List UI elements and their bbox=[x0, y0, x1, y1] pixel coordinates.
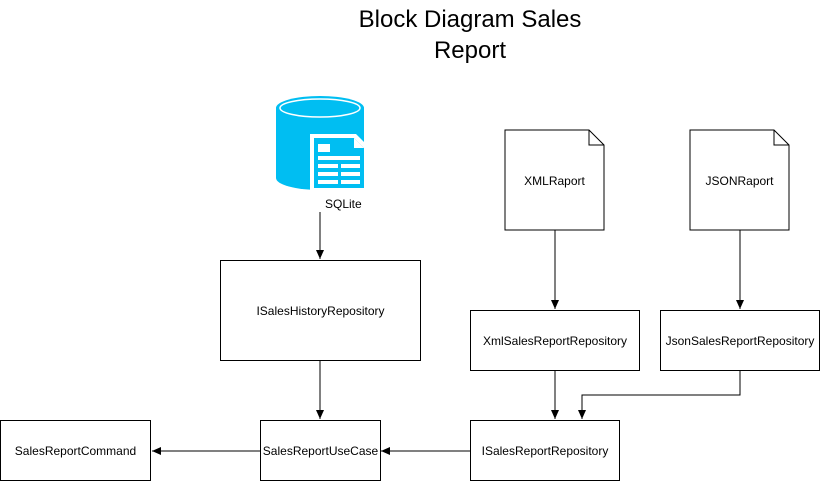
diagram-title: Block Diagram Sales Report bbox=[320, 4, 620, 66]
diagram-title-line-2: Report bbox=[433, 37, 507, 64]
xml-document-label: XMLRaport bbox=[524, 174, 585, 188]
sales-report-use-case-box: SalesReportUseCase bbox=[260, 420, 381, 481]
sales-report-command-label: SalesReportCommand bbox=[14, 443, 137, 458]
json-document-shape bbox=[689, 129, 790, 231]
xml-document-shape bbox=[504, 129, 605, 231]
sales-report-repository-label: ISalesReportRepository bbox=[481, 443, 609, 458]
diagram-title-line-1: Block Diagram Sales bbox=[358, 6, 582, 33]
sales-report-command-box: SalesReportCommand bbox=[0, 420, 151, 481]
database-document-icon bbox=[276, 96, 368, 192]
edge-json-repo-to-report-repo bbox=[578, 371, 741, 419]
xml-sales-report-repository-box: XmlSalesReportRepository bbox=[470, 310, 640, 371]
sales-history-repository-label: ISalesHistoryRepository bbox=[256, 303, 385, 318]
sales-report-repository-box: ISalesReportRepository bbox=[470, 420, 620, 481]
json-sales-report-repository-box: JsonSalesReportRepository bbox=[660, 310, 820, 371]
database-label: SQLite bbox=[325, 197, 362, 211]
sales-report-use-case-label: SalesReportUseCase bbox=[262, 443, 379, 458]
xml-sales-report-repository-label: XmlSalesReportRepository bbox=[482, 333, 628, 348]
sales-history-repository-box: ISalesHistoryRepository bbox=[220, 260, 421, 361]
json-document-label: JSONRaport bbox=[705, 174, 774, 188]
json-sales-report-repository-label: JsonSalesReportRepository bbox=[665, 333, 815, 348]
